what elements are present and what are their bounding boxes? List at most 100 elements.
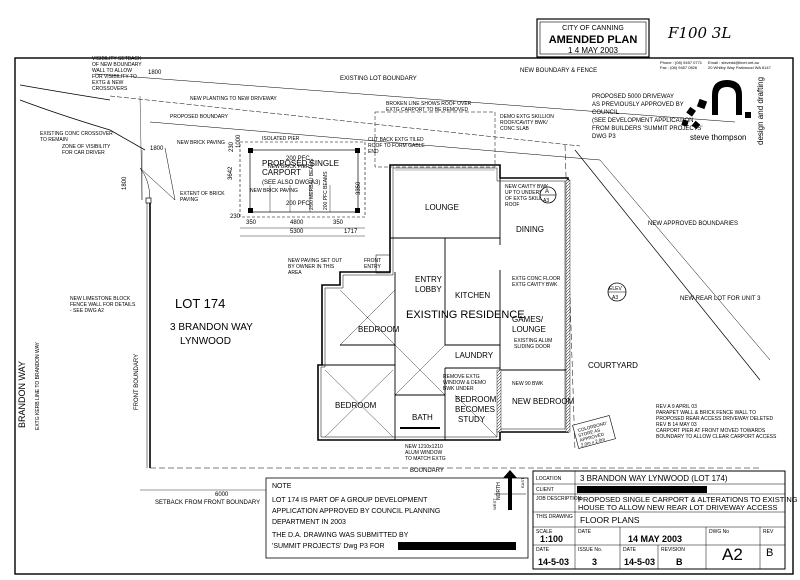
handwritten-reference: F100 3L <box>667 24 731 42</box>
new-90-wall <box>496 369 502 433</box>
svg-text:TO REMAIN: TO REMAIN <box>40 137 68 143</box>
note-new-window: NEW 1210x1210 <box>405 444 443 450</box>
tb-job-line-2: HOUSE TO ALLOW NEW REAR LOT DRIVEWAY ACC… <box>578 503 778 512</box>
note-planting: NEW PLANTING TO NEW DRIVEWAY <box>190 96 277 102</box>
svg-text:AREA: AREA <box>288 270 302 276</box>
dim-1800-top: 1800 <box>148 70 162 76</box>
room-kitchen: KITCHEN <box>455 291 490 300</box>
svg-text:- SEE DWG A2: - SEE DWG A2 <box>70 308 104 314</box>
tb-location-label: LOCATION <box>536 476 562 482</box>
svg-text:BOUNDARY TO ALLOW CLEAR CARPOR: BOUNDARY TO ALLOW CLEAR CARPORT ACCESS <box>656 434 777 440</box>
svg-text:DWG P3: DWG P3 <box>592 134 616 140</box>
tb-d2-label: DATE <box>623 547 637 553</box>
svg-text:ENTRY: ENTRY <box>364 264 382 270</box>
svg-text:PROPOSED REAR ACCESS DRIVEWAY: PROPOSED REAR ACCESS DRIVEWAY DELETED <box>656 416 774 422</box>
note-paving-set-out: NEW PAVING SET OUT <box>288 258 342 264</box>
note-isolated-pier: ISOLATED PIER <box>262 136 300 142</box>
note-cut-back: CUT BACK EXTG TILED <box>368 137 424 143</box>
svg-text:END: END <box>368 149 379 155</box>
tb-d1-label: DATE <box>536 547 550 553</box>
title-block <box>532 470 786 570</box>
client-redacted <box>577 486 707 493</box>
svg-text:SLIDING DOOR: SLIDING DOOR <box>514 344 551 350</box>
note-proposed-boundary: PROPOSED BOUNDARY <box>170 114 229 120</box>
tb-client-label: CLIENT <box>536 487 554 493</box>
colorbond-store: 'COLORBOND' STORE AS APPROVED 2.0m x 2.0… <box>572 415 616 449</box>
note-zone-visibility: ZONE OF VISIBILITY <box>62 144 111 150</box>
tb-scale-label: SCALE <box>536 529 553 535</box>
firm-name: steve thompson <box>690 133 746 142</box>
dim-230-top: 230 <box>229 141 235 152</box>
svg-text:STORE AS: STORE AS <box>578 427 601 438</box>
svg-text:EXTG CAVITY BWK: EXTG CAVITY BWK <box>512 282 558 288</box>
annotation-notes: VISIBILITY SETBACK OF NEW BOUNDARY WALL … <box>40 56 777 462</box>
tb-rev: B <box>766 547 773 559</box>
firm-address: 20 Whitby Way Parkwood WA 6147 <box>708 65 772 70</box>
tb-dwg-label: DWG No <box>709 529 729 535</box>
svg-text:PARAPET WALL & BRICK FENCE WAL: PARAPET WALL & BRICK FENCE WALL TO <box>656 410 756 416</box>
note-driveway-1: PROPOSED 5000 DRIVEWAY <box>592 94 674 100</box>
room-bedroom-1: BEDROOM <box>358 325 400 334</box>
note-limestone: NEW LIMESTONE BLOCK <box>70 296 131 302</box>
carport: PROPOSED SINGLE CARPORT (SEE ALSO DWG A3… <box>239 141 366 218</box>
firm-email: Email : stevedd@iinet.net.au <box>708 60 759 65</box>
svg-text:ROOF: ROOF <box>505 202 519 208</box>
note-new-cavity: NEW CAVITY BWK <box>505 184 549 190</box>
tb-revision-label: REVISION <box>661 547 685 553</box>
elevation-marker: ELEV A3 <box>607 282 627 302</box>
svg-text:CONC SLAB: CONC SLAB <box>500 126 530 132</box>
carport-pfc-beams: 200 PFC BEAMS <box>323 171 329 210</box>
dim-3350: 3350 <box>356 181 362 195</box>
boundary-pier <box>145 197 152 204</box>
note-paving-b: NEW BRICK PAVING <box>250 188 298 194</box>
tb-dwg: A2 <box>722 545 743 564</box>
dim-1800-mid: 1800 <box>150 146 164 152</box>
note-line-1: LOT 174 IS PART OF A GROUP DEVELOPMENT <box>272 497 428 504</box>
label-existing-residence: EXISTING RESIDENCE <box>406 309 525 321</box>
room-study-3: STUDY <box>458 415 486 424</box>
svg-text:ELEV: ELEV <box>609 286 622 292</box>
dim-230-bottom: 230 <box>230 214 241 220</box>
svg-text:FOR VISIBILITY TO: FOR VISIBILITY TO <box>92 74 137 80</box>
room-new-bedroom: NEW BEDROOM <box>512 397 575 406</box>
svg-text:A: A <box>545 189 549 195</box>
svg-text:ALUM WINDOW: ALUM WINDOW <box>405 450 443 456</box>
svg-text:2.0m x 2.0m: 2.0m x 2.0m <box>580 436 605 447</box>
svg-text:BWK UNDER: BWK UNDER <box>443 386 474 392</box>
setback-note: SETBACK FROM FRONT BOUNDARY <box>155 500 260 506</box>
note-extg-floor: EXTG CONC FLOOR <box>512 276 561 282</box>
svg-text:REV B 14 MAY 03: REV B 14 MAY 03 <box>656 422 697 428</box>
dim-350-left: 350 <box>246 220 257 226</box>
tb-issue-label: ISSUE No. <box>578 547 602 553</box>
note-demo-skillion: DEMO EXTG SKILLION <box>500 114 554 120</box>
firm-phone: Phone : (08) 9457 0771 <box>660 60 703 65</box>
tb-rev-label: REV <box>763 529 774 535</box>
dim-1717: 1717 <box>344 229 358 235</box>
svg-text:OF NEW BOUNDARY: OF NEW BOUNDARY <box>92 62 142 68</box>
svg-text:WALL TO ALLOW: WALL TO ALLOW <box>92 68 132 74</box>
svg-text:A3: A3 <box>612 295 618 301</box>
svg-text:AS PREVIOUSLY APPROVED BY: AS PREVIOUSLY APPROVED BY <box>592 102 684 108</box>
room-entry: ENTRY <box>415 275 443 284</box>
room-bath: BATH <box>412 413 433 422</box>
note-rev: REV A 9 APRIL 03 <box>656 404 697 410</box>
svg-text:TO MATCH EXTG: TO MATCH EXTG <box>405 456 446 462</box>
lot-number: LOT 174 <box>175 296 225 311</box>
note-front-entry: FRONT <box>364 258 381 264</box>
note-visibility-1: VISIBILITY SETBACK <box>92 56 142 62</box>
front-entry-step <box>375 254 391 274</box>
svg-text:WEST: WEST <box>492 498 497 510</box>
note-box: NOTE LOT 174 IS PART OF A GROUP DEVELOPM… <box>265 477 529 559</box>
stamp-authority: CITY OF CANNING <box>562 25 624 32</box>
room-bedroom-2: BEDROOM <box>335 401 377 410</box>
dim-350-right: 350 <box>333 220 344 226</box>
room-games-lounge: LOUNGE <box>512 325 546 334</box>
svg-text:ROOF TO FORM GABLE: ROOF TO FORM GABLE <box>368 143 425 149</box>
tb-location: 3 BRANDON WAY LYNWOOD (LOT 174) <box>580 474 728 483</box>
svg-text:FOR CAR DRIVER: FOR CAR DRIVER <box>62 150 105 156</box>
amended-plan-stamp: CITY OF CANNING AMENDED PLAN 1 4 MAY 200… <box>536 18 650 58</box>
note-paving-a: NEW BRICK PAVING <box>177 140 225 146</box>
tb-scale: 1:100 <box>540 534 563 544</box>
dim-1800-side: 1800 <box>122 176 128 190</box>
firm-tagline: design and drafting <box>756 77 765 145</box>
